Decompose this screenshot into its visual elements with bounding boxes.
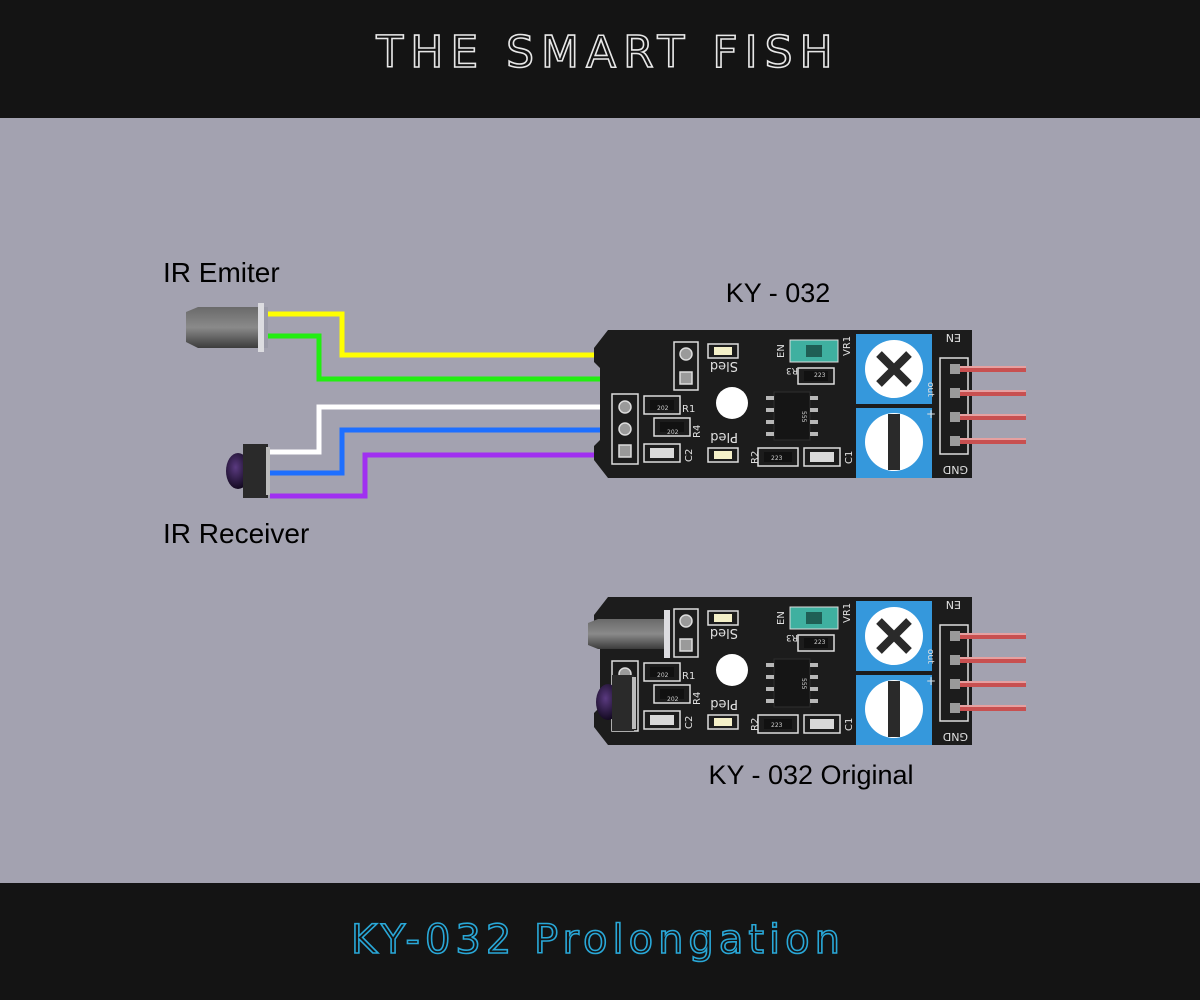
green-wire — [264, 333, 686, 382]
silk-c1-2: C1 — [844, 718, 855, 731]
silk-pled: Pled — [710, 429, 738, 444]
white-wire — [270, 404, 626, 455]
ic-text-2: 555 — [800, 678, 807, 690]
res-202-label-2: 202 — [667, 429, 679, 436]
silk-vr1-2: VR1 — [842, 603, 853, 623]
silk-sled-2: Sled — [710, 625, 738, 640]
silk-out-2: out — [925, 649, 935, 664]
silk-plus-2: + — [926, 674, 936, 688]
silk-out: out — [925, 382, 935, 397]
res-202-label-3: 202 — [657, 672, 669, 679]
ir-emitter-label: IR Emiter — [163, 257, 280, 288]
ky032-original-label: KY - 032 Original — [708, 760, 913, 790]
ir-receiver-label: IR Receiver — [163, 518, 309, 549]
silk-sled: Sled — [710, 358, 738, 373]
silk-en-top: EN — [946, 331, 961, 344]
header-bar — [0, 0, 1200, 118]
silk-en-jumper-2: EN — [776, 611, 787, 625]
res-223-label-3: 223 — [814, 639, 826, 646]
res-202-label-4: 202 — [667, 696, 679, 703]
silk-en-jumper: EN — [776, 344, 787, 358]
purple-wire — [270, 452, 626, 499]
res-223-label: 223 — [814, 372, 826, 379]
silk-gnd-2: GND — [943, 730, 968, 743]
page-subtitle: KY-032 Prolongation — [351, 917, 845, 963]
silk-r1-2: R1 — [682, 671, 695, 682]
ir-emitter-icon — [186, 303, 268, 352]
ky032-board — [594, 330, 1026, 478]
silk-r2: R2 — [750, 451, 761, 464]
silk-c2: C2 — [684, 449, 695, 462]
silk-c2-2: C2 — [684, 716, 695, 729]
silk-vr1: VR1 — [842, 336, 853, 356]
blue-wire — [270, 427, 626, 476]
silk-pled-2: Pled — [710, 696, 738, 711]
silk-plus: + — [926, 407, 936, 421]
footer-bar — [0, 883, 1200, 1000]
res-223-label-4: 223 — [771, 722, 783, 729]
res-223-label-2: 223 — [771, 455, 783, 462]
silk-gnd: GND — [943, 463, 968, 476]
silk-r4: R4 — [692, 425, 703, 438]
silk-r3: R3 — [786, 365, 798, 375]
silk-r4-2: R4 — [692, 692, 703, 705]
res-202-label: 202 — [657, 405, 669, 412]
silk-r1: R1 — [682, 404, 695, 415]
ky032-original-board — [588, 597, 1026, 745]
ky032-label: KY - 032 — [726, 278, 831, 308]
silk-r3-2: R3 — [786, 632, 798, 642]
yellow-wire — [264, 311, 686, 358]
ic-text: 555 — [800, 411, 807, 423]
silk-en-top-2: EN — [946, 598, 961, 611]
ir-receiver-icon — [226, 444, 270, 498]
silk-r2-2: R2 — [750, 718, 761, 731]
page-title: THE SMART FISH — [375, 27, 839, 78]
silk-c1: C1 — [844, 451, 855, 464]
